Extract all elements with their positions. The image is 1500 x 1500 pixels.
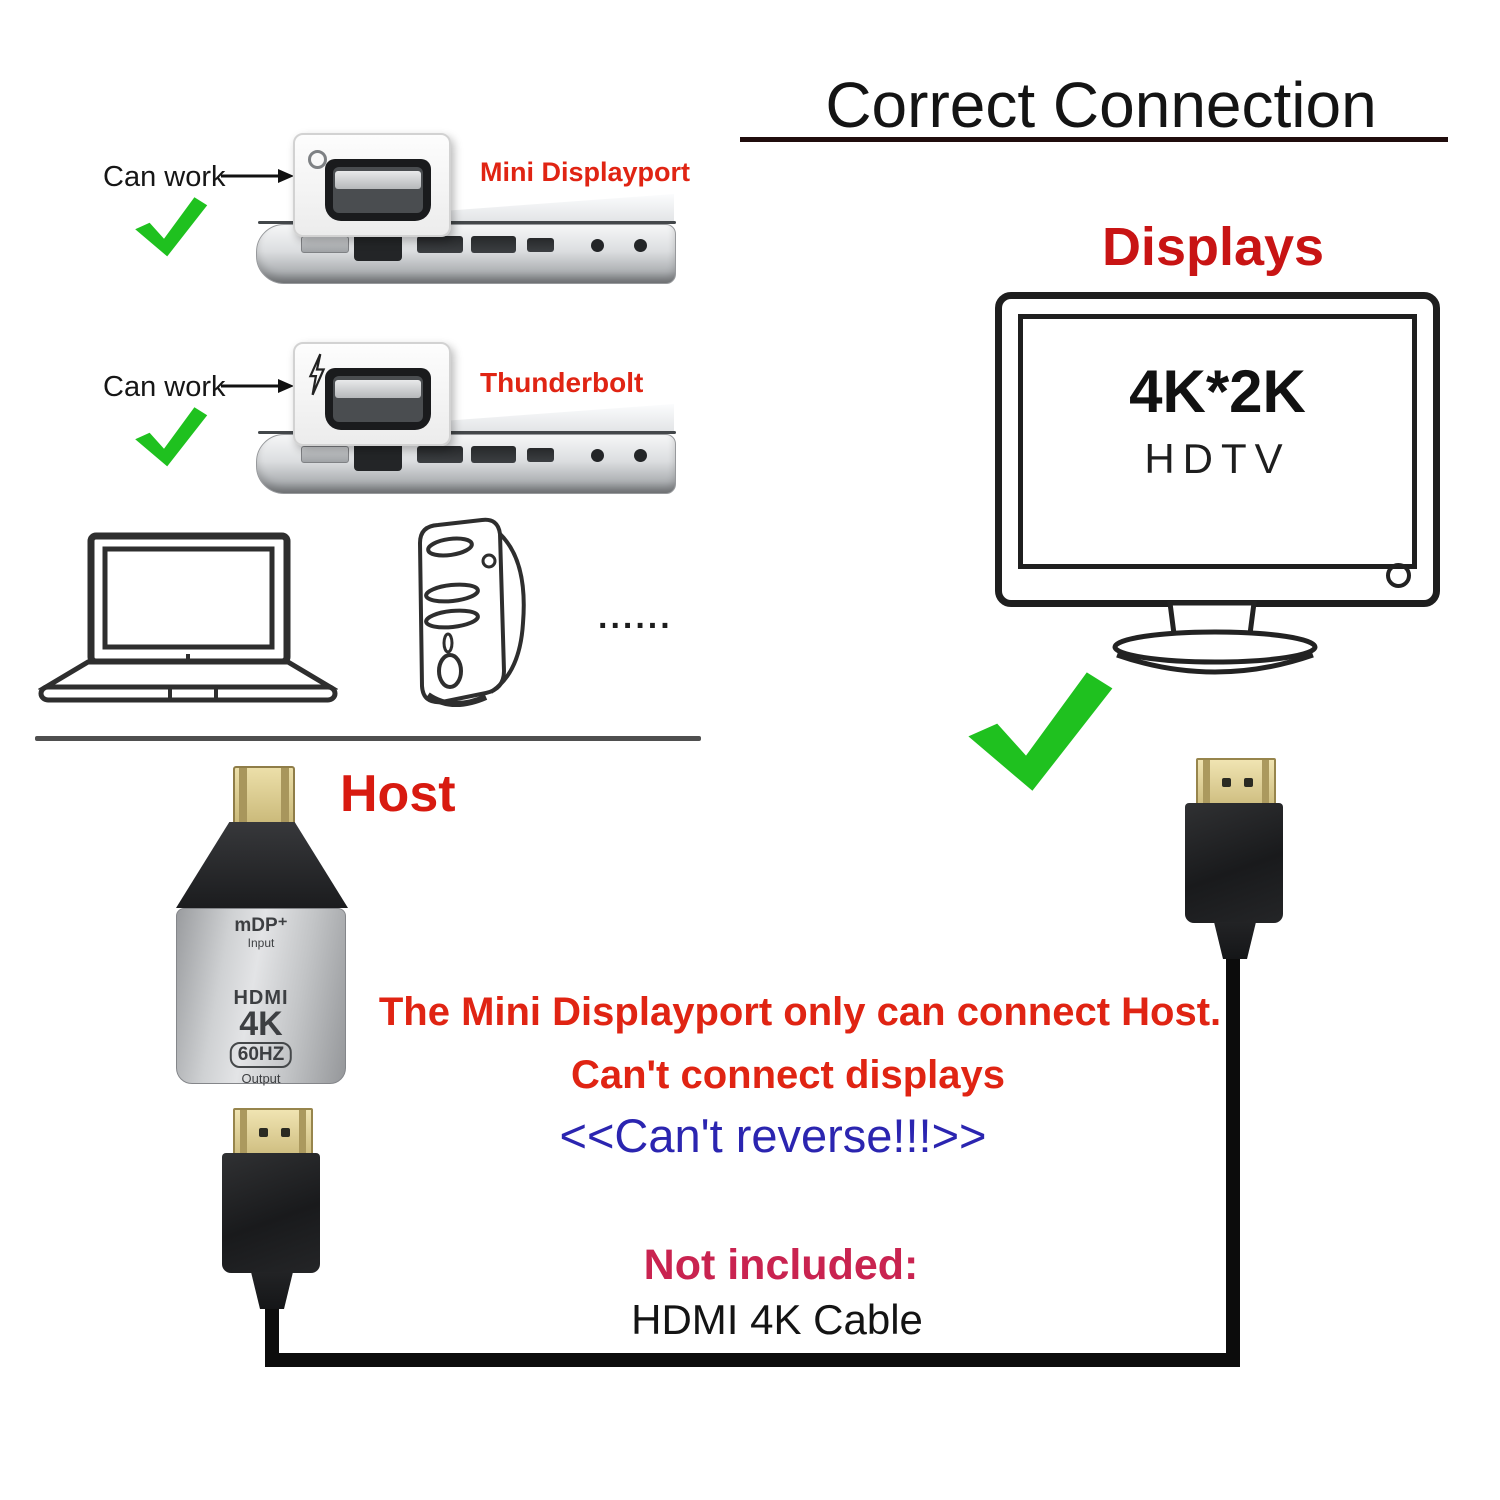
plug-prong	[281, 768, 289, 826]
can-work-label-1: Can work	[103, 161, 226, 193]
adapter-4k-label: 4K	[239, 1005, 283, 1043]
ellipsis-more-hosts: ......	[598, 598, 673, 636]
page-title: Correct Connection	[825, 69, 1377, 141]
hdmi-gold-tip	[233, 1108, 313, 1159]
adapter-body: mDP⁺ Input HDMI 4K 60HZ Output	[176, 908, 346, 1086]
monitor-stand	[1112, 601, 1318, 675]
port-tongue	[335, 380, 421, 398]
hdmi-prong	[1203, 760, 1210, 807]
checkmark-icon-large	[968, 672, 1113, 791]
usb-port	[417, 236, 463, 253]
mdp-to-hdmi-adapter: mDP⁺ Input HDMI 4K 60HZ Output	[176, 764, 348, 1086]
desktop-tower-drawing	[417, 517, 526, 707]
audio-jack	[591, 239, 604, 252]
audio-jack	[634, 239, 647, 252]
hdmi-pin-hole	[1244, 778, 1253, 787]
hdmi-plug-bottom	[222, 1108, 322, 1313]
hdmi-pin-hole	[259, 1128, 268, 1137]
monitor-screen: 4K*2K HDTV	[1018, 314, 1417, 569]
hdmi-plug-top	[1185, 758, 1285, 963]
thunderbolt-port-opening	[325, 368, 431, 430]
hdmi-prong	[1262, 760, 1269, 807]
mini-displayport-port	[527, 238, 554, 252]
host-heading: Host	[340, 765, 456, 823]
port-zoom-box-thunderbolt	[293, 342, 451, 446]
hdmi-strain-relief	[1214, 922, 1256, 959]
adapter-mdp-label: mDP⁺	[234, 915, 288, 936]
hdmi-plug-body	[1185, 803, 1283, 923]
arrow-right-icon	[221, 169, 294, 183]
adapter-hdmi-label: HDMI	[233, 987, 289, 1009]
usb-port	[471, 236, 516, 253]
ethernet-port	[354, 441, 402, 471]
hdmi-pin-hole	[281, 1128, 290, 1137]
magsafe-port	[301, 446, 349, 463]
port-label-mini-displayport: Mini Displayport	[480, 157, 691, 187]
audio-jack	[591, 449, 604, 462]
laptop-side-photo-1	[256, 188, 676, 288]
monitor-drawing: 4K*2K HDTV	[995, 292, 1440, 607]
checkmark-icon	[135, 197, 208, 257]
laptop-lid-edge	[258, 431, 676, 434]
arrow-right-icon	[221, 379, 294, 393]
audio-jack	[634, 449, 647, 462]
hdmi-prong	[299, 1110, 306, 1157]
laptop-drawing	[38, 532, 338, 703]
warning-line-2: Can't connect displays	[570, 1053, 1006, 1097]
usb-port	[417, 446, 463, 463]
mini-displayport-port	[527, 448, 554, 462]
indicator-circle-icon	[308, 150, 327, 169]
monitor-type-text: HDTV	[1144, 435, 1291, 482]
adapter-60hz-badge: 60HZ	[229, 1042, 293, 1068]
port-zoom-box-minidp	[293, 133, 451, 237]
hdmi-cable-label: HDMI 4K Cable	[631, 1296, 923, 1343]
section-divider	[35, 736, 701, 741]
thunderbolt-icon	[308, 353, 326, 396]
monitor-resolution-text: 4K*2K	[1129, 358, 1306, 425]
mini-displayport-gold-plug	[233, 766, 295, 828]
hdmi-gold-tip	[1196, 758, 1276, 809]
cant-reverse-note: <<Can't reverse!!!>>	[559, 1109, 987, 1162]
hdmi-prong	[240, 1110, 247, 1157]
hdmi-pin-hole	[1222, 778, 1231, 787]
hdmi-plug-body	[222, 1153, 320, 1273]
not-included-label: Not included:	[643, 1241, 919, 1289]
plug-prong	[239, 768, 247, 826]
hdmi-strain-relief	[251, 1272, 293, 1309]
can-work-label-2: Can work	[103, 371, 226, 403]
adapter-input-label: Input	[247, 936, 275, 950]
usb-port	[471, 446, 516, 463]
mini-displayport-opening	[325, 159, 431, 221]
adapter-output-label: Output	[241, 1071, 281, 1086]
checkmark-icon	[135, 407, 208, 467]
port-label-thunderbolt: Thunderbolt	[480, 367, 644, 398]
port-tongue	[335, 171, 421, 189]
title-underline	[740, 137, 1448, 142]
warning-line-1: The Mini Displayport only can connect Ho…	[378, 990, 1222, 1034]
displays-heading: Displays	[1101, 217, 1325, 277]
adapter-neck	[176, 822, 348, 908]
laptop-lid-edge	[258, 221, 676, 224]
power-button-icon	[1386, 563, 1411, 588]
